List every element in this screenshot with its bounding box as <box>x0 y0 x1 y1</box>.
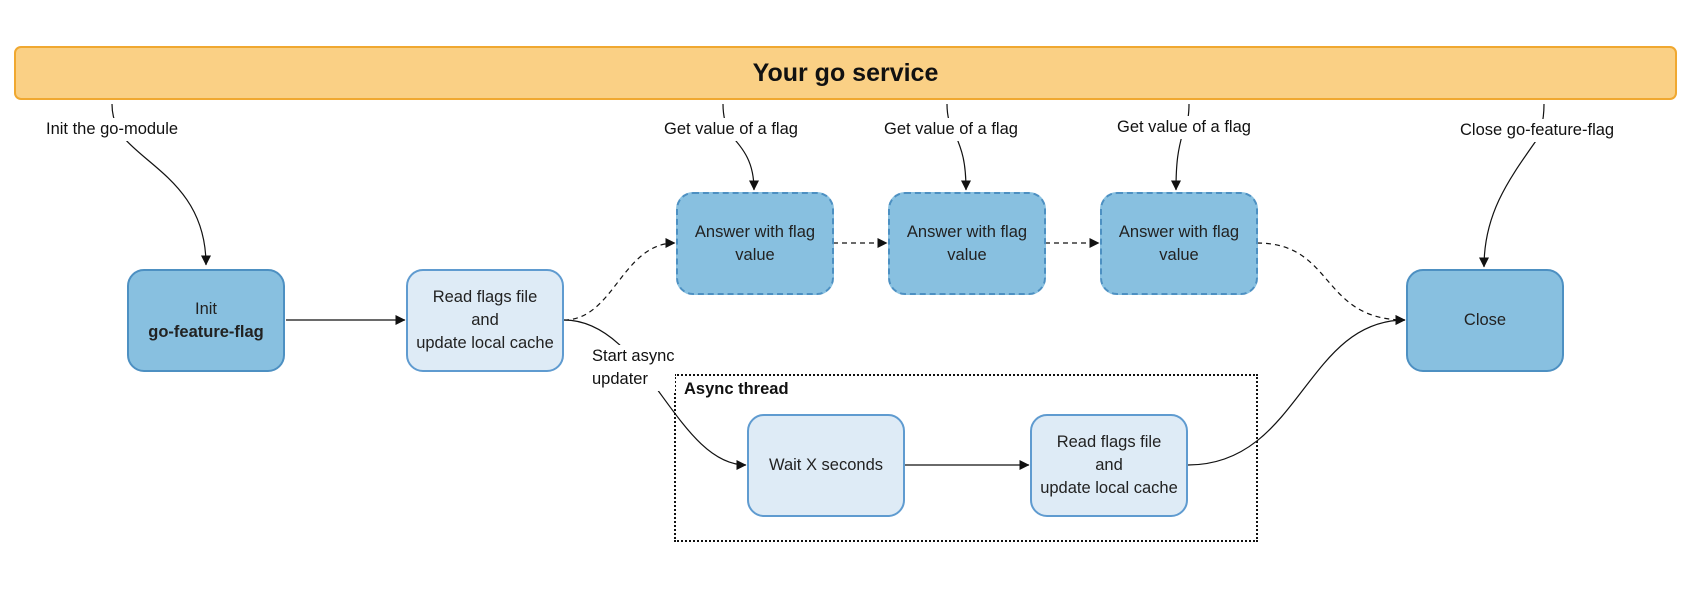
read-flags-line1: Read flags file <box>432 288 538 306</box>
read-flags-async-line1: Read flags file <box>1056 433 1162 451</box>
edge-read-to-wait <box>563 319 747 470</box>
answer-3-line1: Answer with flag <box>1118 222 1240 241</box>
answer-2-line2: value <box>947 245 987 264</box>
edge-get-value-2 <box>946 103 971 191</box>
answer-1-line2: value <box>735 245 775 264</box>
banner-title: Your go service <box>752 58 939 87</box>
answer-flag-node-2: Answer with flag value <box>888 192 1046 295</box>
get-value-label-3: Get value of a flag <box>1117 116 1251 139</box>
edge-close-flag <box>1479 103 1545 268</box>
start-async-line1: Start async <box>592 347 675 365</box>
wait-node: Wait X seconds <box>747 414 905 517</box>
edge-read2-to-close <box>1187 315 1406 466</box>
answer-flag-node-3: Answer with flag value <box>1100 192 1258 295</box>
answer-3-line2: value <box>1159 245 1199 264</box>
edge-answer3-to-close <box>1256 242 1406 325</box>
async-thread-frame: Async thread <box>674 374 1258 542</box>
close-flag-label: Close go-feature-flag <box>1460 119 1615 142</box>
read-flags-async-line2: and <box>1095 456 1123 474</box>
edge-read-to-answer1 <box>563 238 676 321</box>
start-async-label: Start async updater <box>592 345 675 391</box>
init-module-label: Init the go-module <box>46 118 179 141</box>
answer-2-line1: Answer with flag <box>906 222 1028 241</box>
get-value-label-2: Get value of a flag <box>884 118 1018 141</box>
close-node: Close <box>1406 269 1564 372</box>
close-node-label: Close <box>1463 311 1507 329</box>
read-flags-node: Read flags file and update local cache <box>406 269 564 372</box>
start-async-line2: updater <box>592 370 648 388</box>
read-flags-line2: and <box>471 311 499 329</box>
answer-1-line1: Answer with flag <box>694 222 816 241</box>
wait-node-label: Wait X seconds <box>768 456 884 474</box>
read-flags-async-node: Read flags file and update local cache <box>1030 414 1188 517</box>
edge-get-value-1 <box>722 103 759 191</box>
init-node: Init go-feature-flag <box>127 269 285 372</box>
init-node-line2: go-feature-flag <box>148 322 264 341</box>
read-flags-line3: update local cache <box>416 334 554 352</box>
answer-flag-node-1: Answer with flag value <box>676 192 834 295</box>
read-flags-async-line3: update local cache <box>1040 479 1178 497</box>
get-value-label-1: Get value of a flag <box>664 118 798 141</box>
init-node-line1: Init <box>194 299 217 318</box>
go-service-banner: Your go service <box>14 46 1677 100</box>
async-thread-title: Async thread <box>684 380 789 398</box>
